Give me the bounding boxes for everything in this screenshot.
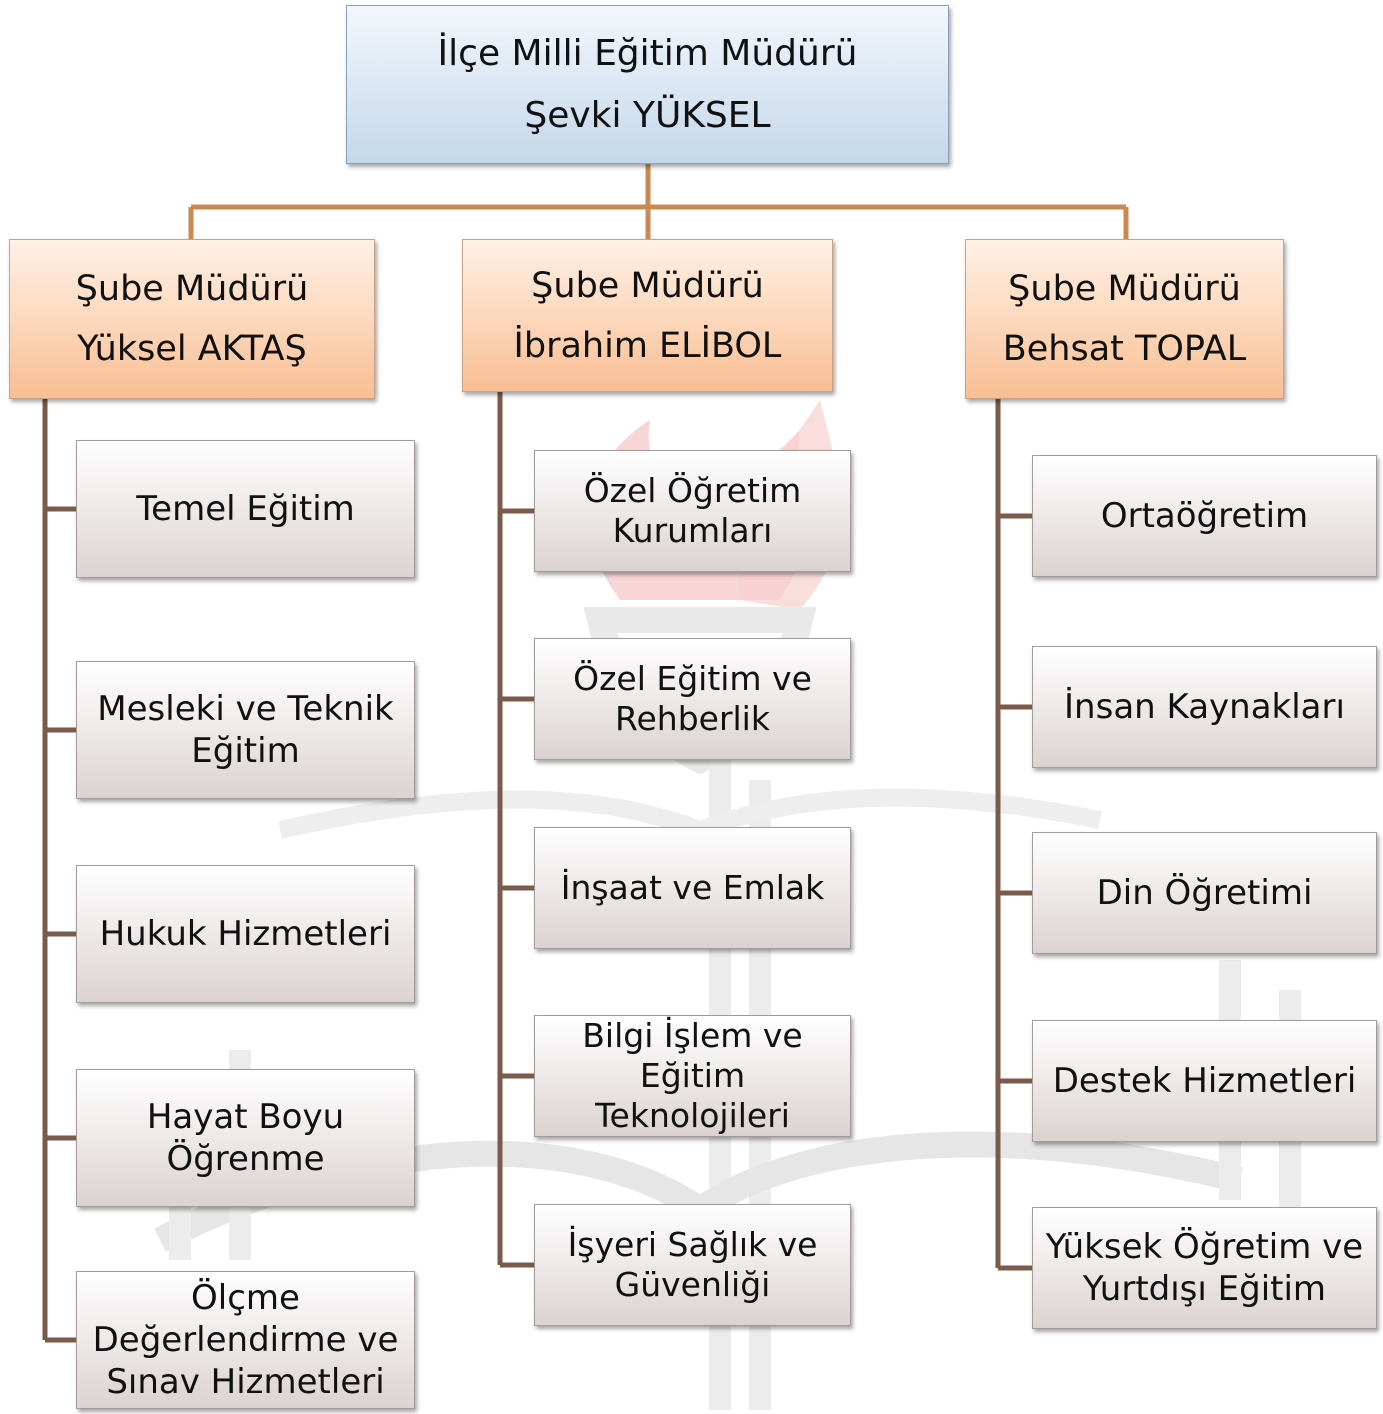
unit-label: Hukuk Hizmetleri <box>99 914 392 954</box>
branch-manager-title: Şube Müdürü <box>75 269 309 309</box>
unit-label: Temel Eğitim <box>136 489 355 529</box>
unit-label: Özel Eğitim ve Rehberlik <box>573 659 812 738</box>
unit-label: Özel Öğretim Kurumları <box>583 471 802 550</box>
branch-manager-box-1: Şube Müdürü Yüksel AKTAŞ <box>9 239 375 399</box>
branch-manager-name: Yüksel AKTAŞ <box>77 329 307 369</box>
branch-manager-title: Şube Müdürü <box>1008 269 1241 309</box>
unit-box: Destek Hizmetleri <box>1032 1020 1377 1142</box>
director-box: İlçe Milli Eğitim Müdürü Şevki YÜKSEL <box>346 5 949 164</box>
unit-label: Mesleki ve Teknik Eğitim <box>97 689 394 771</box>
unit-label: Bilgi İşlem ve Eğitim Teknolojileri <box>582 1016 803 1135</box>
unit-label: İşyeri Sağlık ve Güvenliği <box>567 1225 818 1304</box>
unit-label: İnşaat ve Emlak <box>560 868 825 907</box>
unit-box: Din Öğretimi <box>1032 832 1377 954</box>
unit-box: Yüksek Öğretim ve Yurtdışı Eğitim <box>1032 1207 1377 1329</box>
director-title: İlçe Milli Eğitim Müdürü <box>437 32 858 74</box>
unit-box: İnsan Kaynakları <box>1032 646 1377 768</box>
unit-box: Ortaöğretim <box>1032 455 1377 577</box>
branch-manager-name: Behsat TOPAL <box>1002 329 1247 369</box>
unit-label: Yüksek Öğretim ve Yurtdışı Eğitim <box>1045 1227 1364 1309</box>
unit-label: Ortaöğretim <box>1100 496 1309 536</box>
unit-box: Mesleki ve Teknik Eğitim <box>76 661 415 799</box>
branch-manager-name: İbrahim ELİBOL <box>513 325 782 366</box>
branch-manager-title: Şube Müdürü <box>531 265 764 306</box>
unit-box: Temel Eğitim <box>76 440 415 578</box>
unit-box: Özel Eğitim ve Rehberlik <box>534 638 851 760</box>
unit-box: Hayat Boyu Öğrenme <box>76 1069 415 1207</box>
unit-label: Ölçme Değerlendirme ve Sınav Hizmetleri <box>92 1278 399 1402</box>
unit-box: Bilgi İşlem ve Eğitim Teknolojileri <box>534 1015 851 1137</box>
unit-box: Hukuk Hizmetleri <box>76 865 415 1003</box>
unit-box: Ölçme Değerlendirme ve Sınav Hizmetleri <box>76 1271 415 1409</box>
unit-label: İnsan Kaynakları <box>1064 687 1345 727</box>
unit-box: İnşaat ve Emlak <box>534 827 851 949</box>
unit-box: Özel Öğretim Kurumları <box>534 450 851 572</box>
branch-manager-box-3: Şube Müdürü Behsat TOPAL <box>965 239 1284 399</box>
unit-label: Din Öğretimi <box>1096 873 1313 913</box>
unit-label: Hayat Boyu Öğrenme <box>146 1097 345 1179</box>
branch-manager-box-2: Şube Müdürü İbrahim ELİBOL <box>462 239 833 392</box>
director-name: Şevki YÜKSEL <box>524 94 771 136</box>
unit-label: Destek Hizmetleri <box>1052 1061 1357 1101</box>
unit-box: İşyeri Sağlık ve Güvenliği <box>534 1204 851 1326</box>
